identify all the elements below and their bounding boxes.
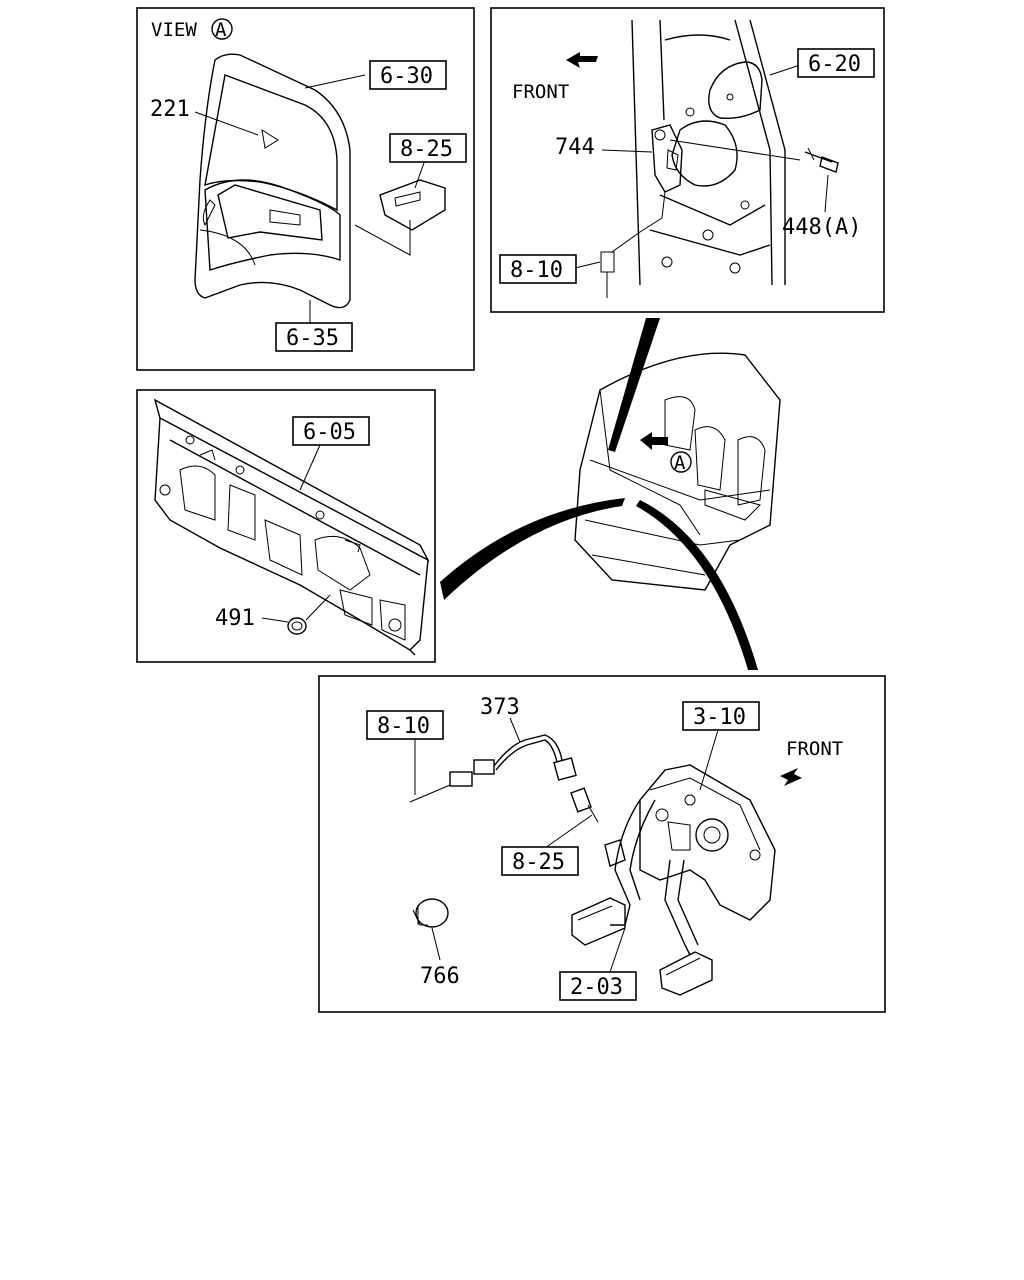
label-8-10-top: 8-10 bbox=[510, 258, 563, 283]
panel-pedal-assembly: FRONT bbox=[318, 675, 886, 1013]
label-448a: 448(A) bbox=[782, 215, 861, 240]
label-box-3-10 bbox=[682, 701, 760, 731]
label-491: 491 bbox=[215, 606, 255, 631]
panel-dash: 6-05 491 bbox=[136, 389, 436, 663]
leader-3-10 bbox=[699, 729, 719, 791]
leader-491-b bbox=[305, 594, 331, 621]
leader-373 bbox=[509, 717, 521, 743]
leader-448a bbox=[824, 174, 829, 213]
front-arrow-icon-bottom bbox=[780, 768, 802, 786]
view-marker: A bbox=[215, 19, 227, 41]
leader-744 bbox=[601, 149, 653, 153]
label-8-25-bottom: 8-25 bbox=[512, 850, 565, 875]
label-box-6-30 bbox=[369, 60, 447, 90]
front-label-top: FRONT bbox=[512, 81, 569, 103]
panel-switch-detail: FRONT bbox=[490, 7, 885, 313]
label-3-10: 3-10 bbox=[693, 705, 746, 730]
dash-panel-drawing bbox=[153, 398, 430, 656]
label-box-8-10-top bbox=[499, 254, 577, 284]
cab-marker: A bbox=[674, 452, 686, 474]
label-box-6-20 bbox=[797, 48, 875, 78]
connector-swoosh-left bbox=[440, 498, 625, 600]
view-marker-circle bbox=[211, 18, 233, 40]
label-766: 766 bbox=[420, 964, 460, 989]
front-label-bottom: FRONT bbox=[786, 738, 843, 760]
switch-8-25-drawing bbox=[354, 179, 446, 256]
label-box-8-25-top bbox=[389, 133, 467, 163]
front-arrow-icon bbox=[566, 52, 598, 68]
label-2-03: 2-03 bbox=[570, 975, 623, 1000]
cab-overview: A bbox=[440, 318, 781, 670]
leader-766 bbox=[431, 927, 441, 961]
label-8-25-top: 8-25 bbox=[400, 137, 453, 162]
leader-6-05 bbox=[299, 444, 321, 491]
leader-8-25-bottom bbox=[544, 814, 593, 849]
harness-drawing bbox=[409, 734, 599, 823]
label-box-6-35 bbox=[275, 322, 353, 352]
connector-swoosh-top bbox=[608, 318, 660, 452]
pillar-drawing bbox=[600, 19, 839, 298]
leader-8-25 bbox=[414, 159, 426, 189]
clip-766-drawing bbox=[412, 898, 449, 928]
label-6-05: 6-05 bbox=[303, 420, 356, 445]
label-6-35: 6-35 bbox=[286, 326, 339, 351]
label-221: 221 bbox=[150, 97, 190, 122]
label-8-10-bottom: 8-10 bbox=[377, 714, 430, 739]
label-6-20: 6-20 bbox=[808, 52, 861, 77]
label-box-8-10-bottom bbox=[366, 710, 444, 740]
leader-6-30 bbox=[304, 74, 366, 89]
cab-marker-circle bbox=[670, 451, 692, 473]
leader-2-03 bbox=[609, 927, 626, 973]
label-373: 373 bbox=[480, 695, 520, 720]
label-744: 744 bbox=[555, 135, 595, 160]
leader-8-10-top bbox=[574, 261, 601, 269]
view-a-arrow-icon bbox=[640, 432, 668, 450]
label-box-2-03 bbox=[559, 971, 637, 1001]
leader-491 bbox=[261, 617, 289, 623]
leader-6-20 bbox=[769, 64, 801, 76]
connector-swoosh-bottom bbox=[636, 500, 758, 670]
pedal-assembly-drawing bbox=[571, 764, 776, 996]
label-6-30: 6-30 bbox=[380, 64, 433, 89]
panel-view-a: VIEW A 6-30 221 8-25 bbox=[136, 7, 475, 371]
door-frame-drawing bbox=[194, 53, 351, 309]
leader-221 bbox=[194, 111, 259, 136]
view-title: VIEW bbox=[151, 19, 197, 41]
label-box-6-05 bbox=[292, 416, 370, 446]
label-box-8-25-bottom bbox=[501, 846, 579, 876]
